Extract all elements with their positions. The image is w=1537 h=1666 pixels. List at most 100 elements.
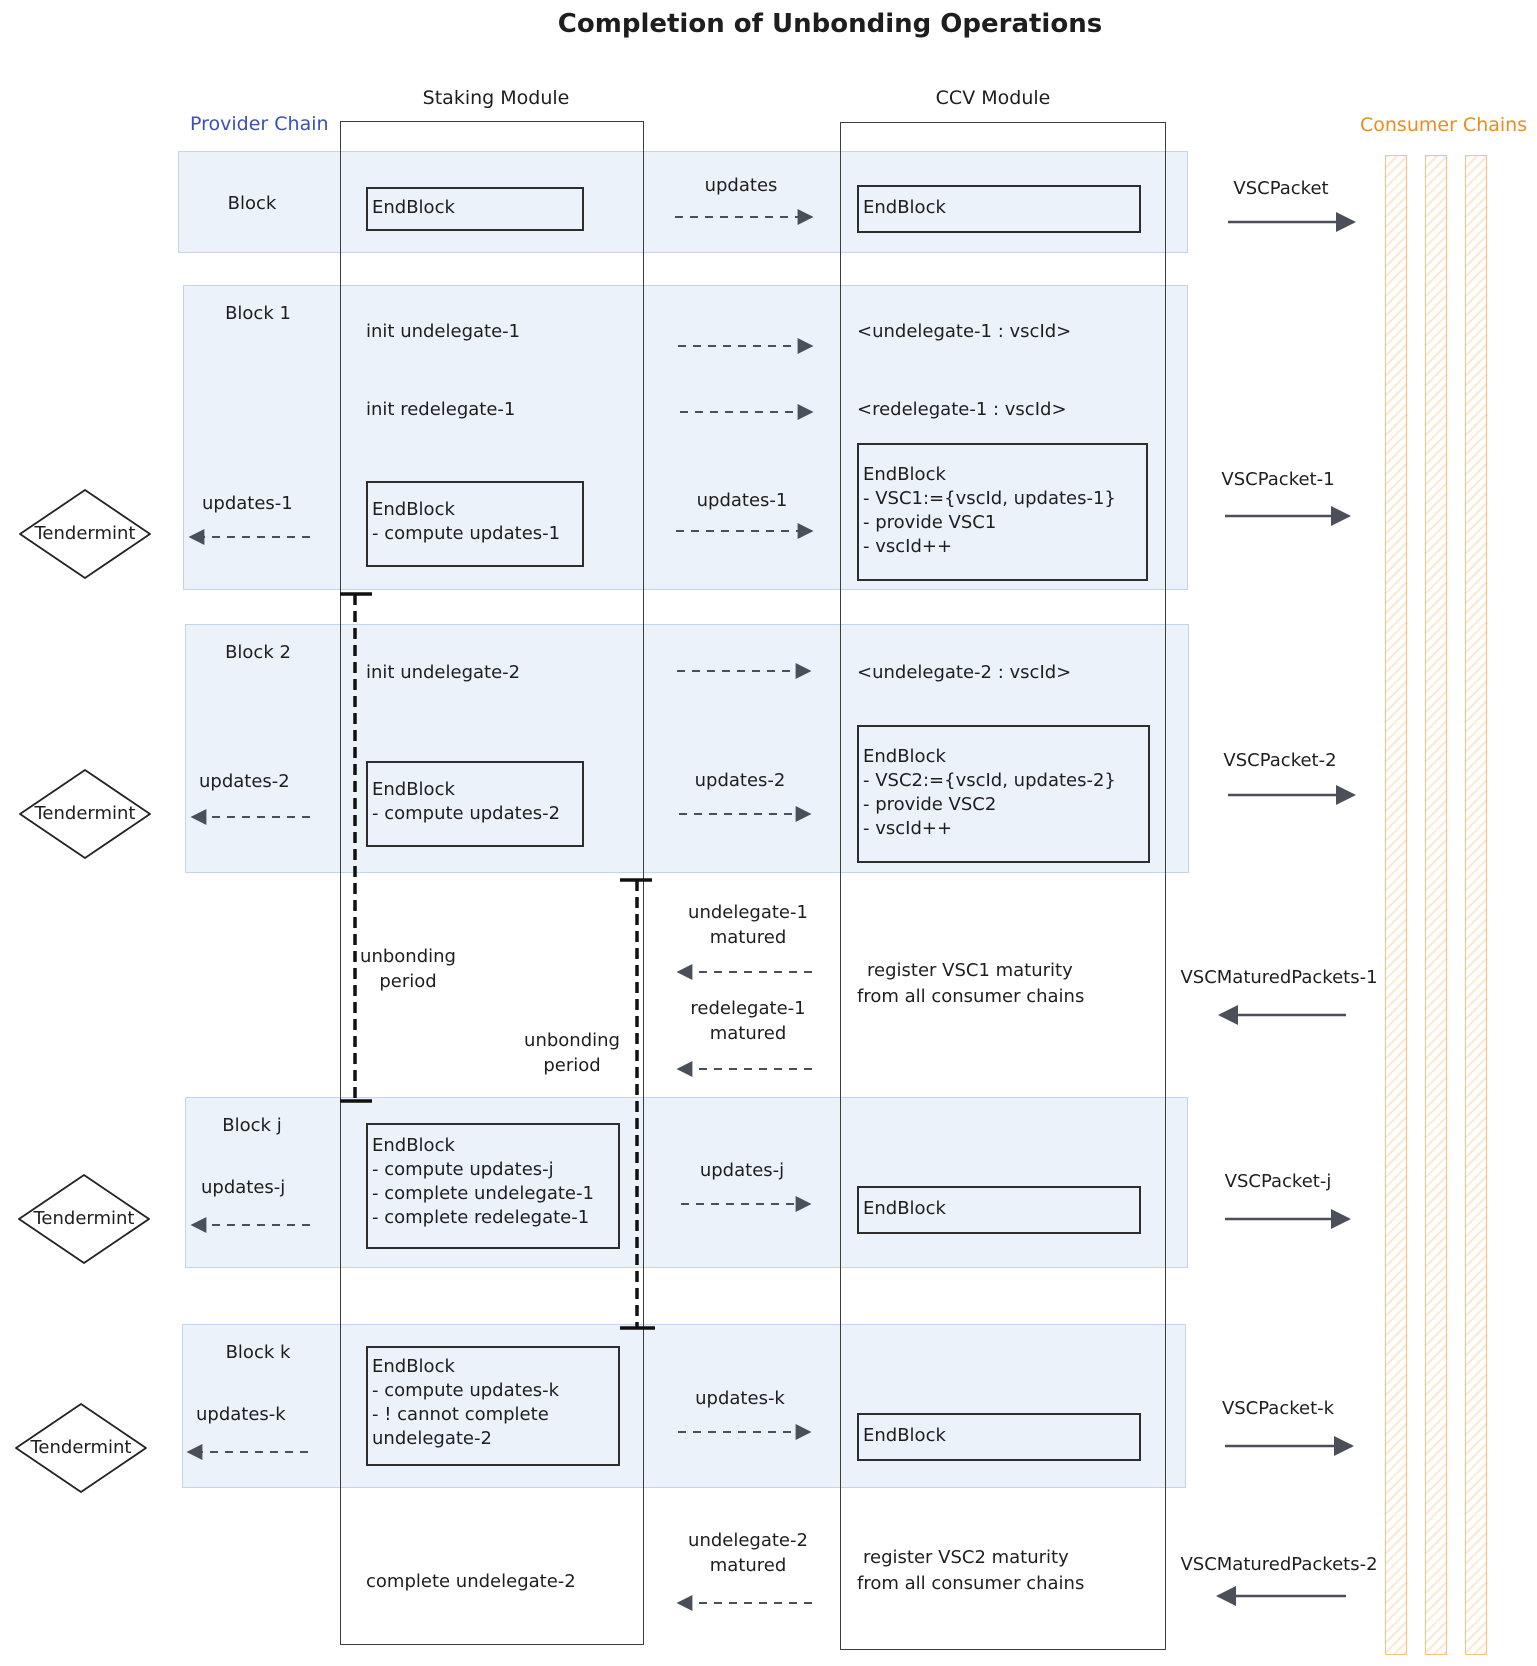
consumer-chain-lane bbox=[1385, 155, 1407, 1655]
staking-endblock-0: EndBlock bbox=[366, 187, 584, 231]
box-line: - provide VSC2 bbox=[863, 794, 997, 815]
staking-endblock-2: EndBlock - compute updates-2 bbox=[366, 761, 584, 847]
right-matured-label: VSCMaturedPackets-1 bbox=[1180, 967, 1378, 988]
text-line: from all consumer chains bbox=[857, 986, 1085, 1007]
box-line: - vscId++ bbox=[863, 536, 953, 557]
text-line: matured bbox=[709, 1555, 787, 1576]
block-band-j bbox=[185, 1097, 1188, 1268]
diamond-shape bbox=[18, 1174, 150, 1264]
ccv-register-vsc1: register VSC1 maturity from all consumer… bbox=[857, 958, 1084, 1010]
block-band-1 bbox=[183, 285, 1188, 590]
staking-endblock-1: EndBlock - compute updates-1 bbox=[366, 481, 584, 567]
staking-init-undelegate-1: init undelegate-1 bbox=[366, 321, 521, 342]
box-line: - compute updates-1 bbox=[372, 523, 561, 544]
right-packet-label: VSCPacket-2 bbox=[1223, 750, 1337, 771]
right-packet-label: VSCPacket-1 bbox=[1221, 469, 1335, 490]
box-line: undelegate-2 bbox=[372, 1428, 492, 1449]
mid-updates-label: updates-j bbox=[699, 1160, 785, 1181]
diamond-shape bbox=[15, 1403, 147, 1493]
staking-complete-undelegate-2: complete undelegate-2 bbox=[366, 1571, 576, 1592]
text-line: unbonding bbox=[524, 1030, 620, 1051]
tendermint-node: Tendermint bbox=[13, 1401, 149, 1495]
text-line: unbonding bbox=[360, 946, 456, 967]
text-line: register VSC1 maturity bbox=[867, 960, 1073, 981]
box-line: - ! cannot complete bbox=[372, 1404, 549, 1425]
ccv-endblock-0: EndBlock bbox=[857, 185, 1141, 233]
text-line: redelegate-1 bbox=[690, 998, 806, 1019]
text-line: from all consumer chains bbox=[857, 1573, 1085, 1594]
left-updates-label: updates-k bbox=[196, 1404, 286, 1425]
ccv-endblock-2: EndBlock - VSC2:={vscId, updates-2} - pr… bbox=[857, 725, 1150, 863]
box-line: EndBlock bbox=[372, 197, 455, 218]
block-label: Block bbox=[227, 193, 277, 214]
box-line: - compute updates-k bbox=[372, 1380, 560, 1401]
staking-init-redelegate-1: init redelegate-1 bbox=[366, 399, 516, 420]
tendermint-label: Tendermint bbox=[33, 1208, 135, 1229]
redelegate-1-matured-label: redelegate-1 matured bbox=[690, 996, 805, 1046]
mid-updates-label: updates bbox=[704, 175, 778, 196]
right-packet-label: VSCPacket bbox=[1233, 178, 1329, 199]
text-line: period bbox=[379, 971, 437, 992]
block-band-0 bbox=[178, 151, 1188, 253]
ccv-redelegate-1-vscid: <redelegate-1 : vscId> bbox=[857, 399, 1067, 420]
box-line: EndBlock bbox=[863, 1198, 946, 1219]
left-updates-label: updates-2 bbox=[199, 771, 290, 792]
text-line: matured bbox=[709, 1023, 787, 1044]
text-line: register VSC2 maturity bbox=[863, 1547, 1069, 1568]
staking-init-undelegate-2: init undelegate-2 bbox=[366, 662, 521, 683]
right-packet-label: VSCPacket-j bbox=[1224, 1171, 1332, 1192]
tendermint-label: Tendermint bbox=[30, 1437, 132, 1458]
left-updates-label: updates-1 bbox=[202, 493, 293, 514]
diagram-title: Completion of Unbonding Operations bbox=[557, 9, 1103, 39]
ccv-endblock-1: EndBlock - VSC1:={vscId, updates-1} - pr… bbox=[857, 443, 1148, 581]
ccv-module-column bbox=[840, 122, 1166, 1650]
ccv-module-header: CCV Module bbox=[935, 87, 1051, 109]
right-matured-label: VSCMaturedPackets-2 bbox=[1180, 1554, 1378, 1575]
staking-module-column bbox=[340, 121, 644, 1645]
box-line: - provide VSC1 bbox=[863, 512, 997, 533]
staking-endblock-k: EndBlock - compute updates-k - ! cannot … bbox=[366, 1346, 620, 1466]
ccv-endblock-j: EndBlock bbox=[857, 1186, 1141, 1234]
box-line: - compute updates-2 bbox=[372, 803, 561, 824]
box-line: EndBlock bbox=[372, 779, 455, 800]
ccv-undelegate-2-vscid: <undelegate-2 : vscId> bbox=[857, 662, 1072, 683]
consumer-chain-lane bbox=[1425, 155, 1447, 1655]
diamond-shape bbox=[19, 769, 151, 859]
consumer-chain-lane bbox=[1465, 155, 1487, 1655]
tendermint-node: Tendermint bbox=[17, 487, 153, 581]
box-line: EndBlock bbox=[372, 1135, 455, 1156]
box-line: EndBlock bbox=[863, 464, 946, 485]
block-label: Block k bbox=[225, 1342, 291, 1363]
ccv-endblock-k: EndBlock bbox=[857, 1413, 1141, 1461]
box-line: - VSC2:={vscId, updates-2} bbox=[863, 770, 1116, 791]
staking-endblock-j: EndBlock - compute updates-j - complete … bbox=[366, 1123, 620, 1249]
text-line: undelegate-1 bbox=[688, 902, 808, 923]
undelegate-2-matured-label: undelegate-2 matured bbox=[688, 1528, 808, 1578]
block-label: Block j bbox=[222, 1115, 282, 1136]
tendermint-label: Tendermint bbox=[34, 803, 136, 824]
right-packet-label: VSCPacket-k bbox=[1221, 1398, 1335, 1419]
diamond-shape bbox=[19, 489, 151, 579]
consumer-chains-header: Consumer Chains bbox=[1360, 114, 1528, 136]
box-line: - vscId++ bbox=[863, 818, 953, 839]
tendermint-node: Tendermint bbox=[16, 1172, 152, 1266]
box-line: EndBlock bbox=[863, 197, 946, 218]
block-label: Block 1 bbox=[225, 303, 291, 324]
staking-module-header: Staking Module bbox=[422, 87, 570, 109]
text-line: period bbox=[543, 1055, 601, 1076]
box-line: EndBlock bbox=[863, 1425, 946, 1446]
unbonding-period-label-2: unbonding period bbox=[524, 1028, 620, 1078]
block-band-2 bbox=[185, 624, 1189, 873]
tendermint-label: Tendermint bbox=[34, 523, 136, 544]
box-line: - complete redelegate-1 bbox=[372, 1207, 590, 1228]
unbonding-period-label-1: unbonding period bbox=[360, 944, 456, 994]
block-label: Block 2 bbox=[225, 642, 291, 663]
text-line: undelegate-2 bbox=[688, 1530, 808, 1551]
mid-updates-label: updates-k bbox=[695, 1388, 785, 1409]
mid-updates-label: updates-1 bbox=[696, 490, 788, 511]
text-line: matured bbox=[709, 927, 787, 948]
undelegate-1-matured-label: undelegate-1 matured bbox=[688, 900, 808, 950]
mid-updates-label: updates-2 bbox=[694, 770, 786, 791]
left-updates-label: updates-j bbox=[201, 1177, 286, 1198]
